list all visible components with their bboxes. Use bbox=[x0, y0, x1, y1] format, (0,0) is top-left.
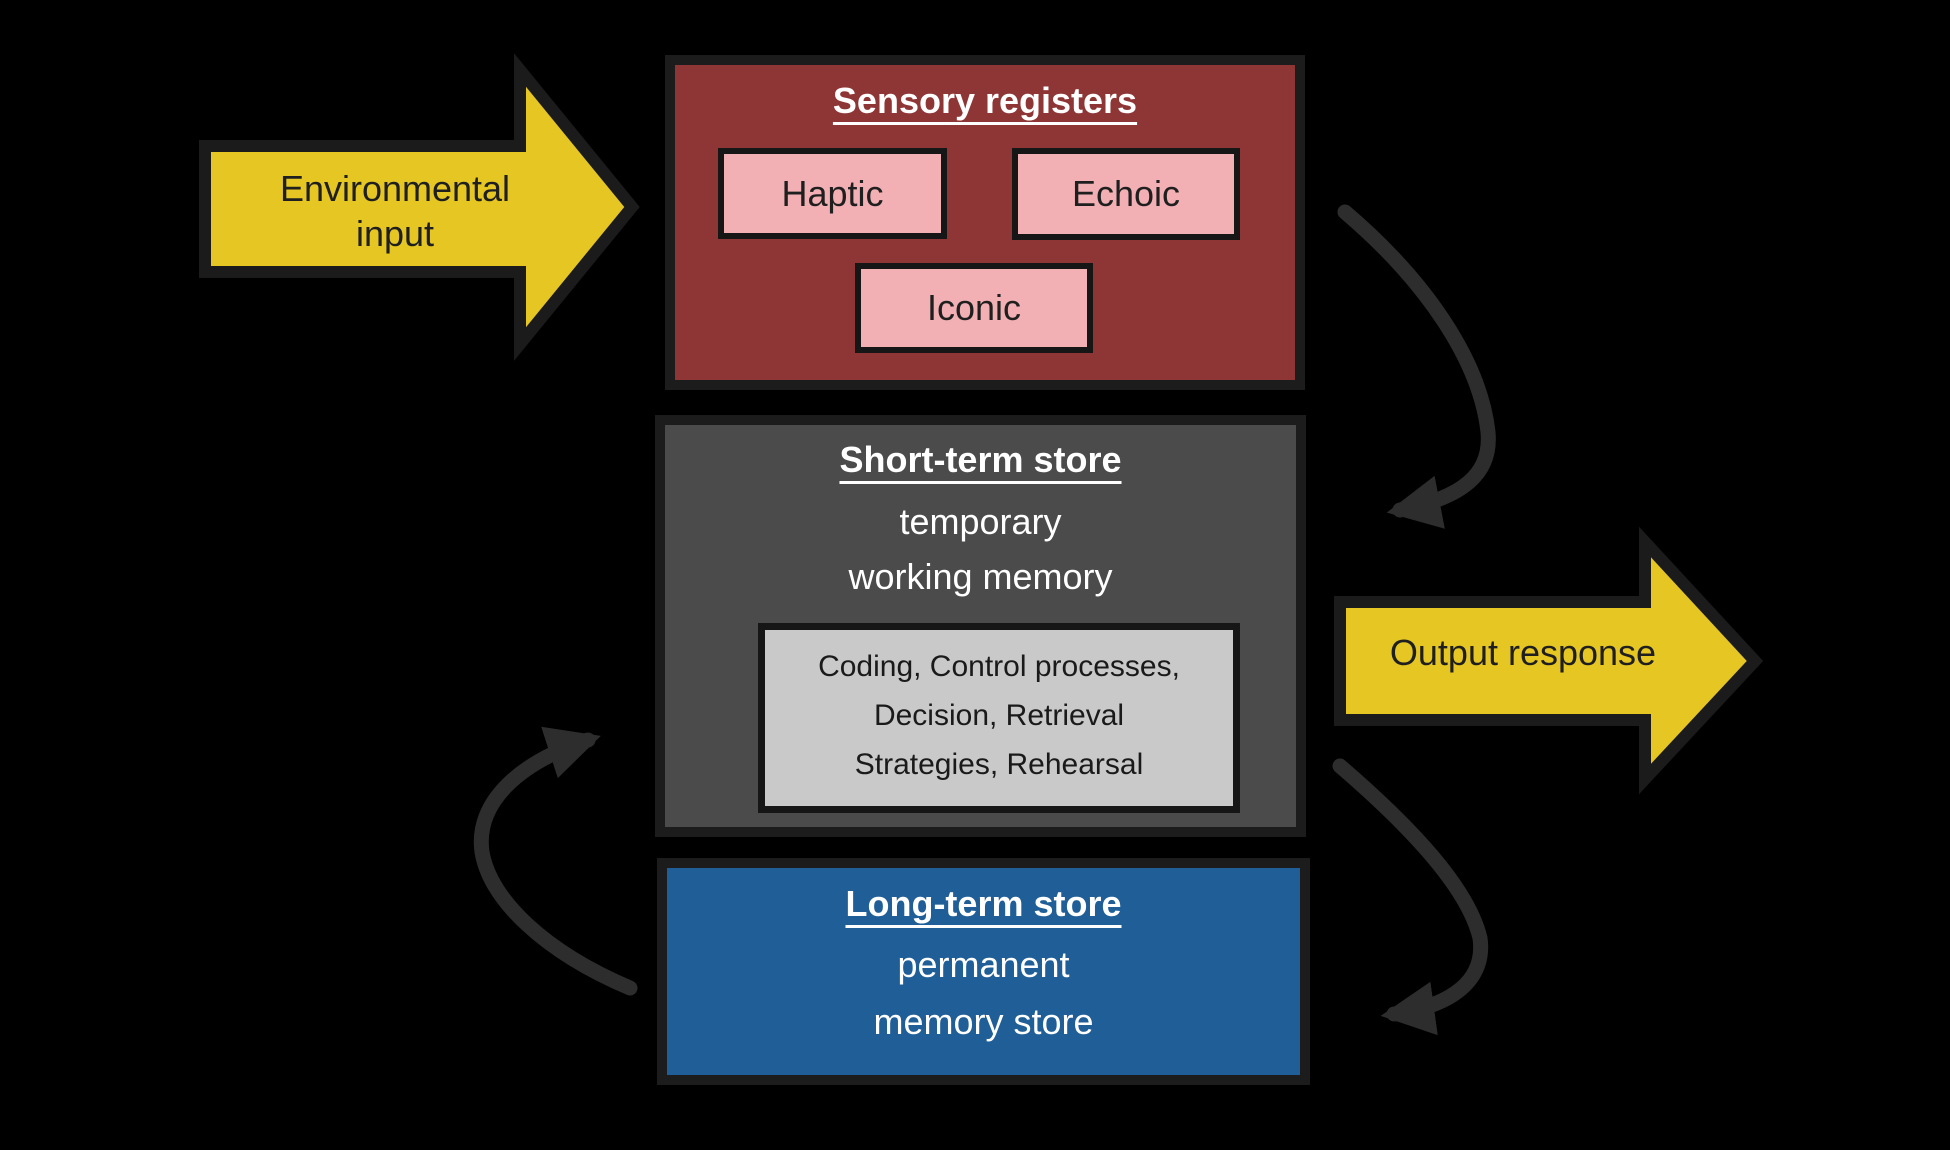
flow-arrow-long-term-to-short-term bbox=[473, 726, 638, 996]
echoic-label: Echoic bbox=[1071, 173, 1181, 214]
short-term-subtitle-line: temporary bbox=[899, 501, 1062, 542]
short-term-store-title: Short-term store bbox=[839, 439, 1122, 480]
iconic-label: Iconic bbox=[926, 287, 1022, 328]
flow-arrow-short-term-to-long-term bbox=[1332, 758, 1489, 1036]
long-term-store-title: Long-term store bbox=[845, 883, 1122, 924]
short-term-store-box: Short-term store temporary working memor… bbox=[655, 415, 1306, 837]
output-response-arrow bbox=[1334, 526, 1764, 795]
output-response-label: Output response bbox=[1389, 632, 1657, 673]
flow-arrow-sensory-to-short-term bbox=[1337, 204, 1496, 529]
environmental-input-arrow bbox=[199, 53, 640, 361]
haptic-box: Haptic bbox=[718, 148, 947, 239]
sensory-registers-title: Sensory registers bbox=[832, 80, 1138, 121]
control-processes-box: Coding, Control processes, Decision, Ret… bbox=[758, 623, 1240, 813]
long-term-subtitle-line: memory store bbox=[873, 1001, 1094, 1042]
control-processes-line: Coding, Control processes, bbox=[818, 650, 1180, 683]
long-term-store-box: Long-term store permanent memory store bbox=[657, 858, 1310, 1085]
haptic-label: Haptic bbox=[781, 172, 884, 214]
control-processes-line: Decision, Retrieval bbox=[873, 699, 1125, 732]
long-term-subtitle-line: permanent bbox=[897, 944, 1070, 985]
echoic-box: Echoic bbox=[1012, 148, 1240, 240]
sensory-registers-box: Sensory registers Haptic Echoic Iconic bbox=[665, 55, 1305, 390]
control-processes-line: Strategies, Rehearsal bbox=[854, 748, 1144, 781]
iconic-box: Iconic bbox=[855, 263, 1093, 353]
short-term-subtitle-line: working memory bbox=[848, 556, 1113, 597]
environmental-input-label: Environmental input bbox=[279, 168, 511, 254]
